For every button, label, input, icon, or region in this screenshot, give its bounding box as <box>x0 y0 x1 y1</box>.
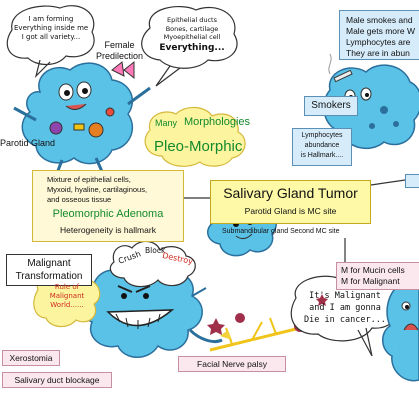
malignant-line: Malignant <box>27 258 71 269</box>
malignant-line: Transformation <box>15 271 83 282</box>
desc-line: Myxoid, hyaline, cartilaginous, <box>47 185 148 194</box>
morphologies-label: Morphologies <box>184 116 251 128</box>
lymphocytes-text: Lymphocytes abundance is Hallmark.... <box>293 131 351 161</box>
mucin-line: M for Mucin cells <box>341 265 405 275</box>
box-line: abundance <box>304 142 340 149</box>
crush-cloud <box>109 240 196 288</box>
bubble-line: Everything inside me <box>14 24 89 32</box>
salivary-gland-tumor-title: Salivary Gland Tumor <box>223 185 358 201</box>
many-label: Many <box>155 118 178 128</box>
smokers-label: Smokers <box>311 100 351 111</box>
bubble-line: and I am gonna <box>309 303 381 313</box>
pleomorphic-adenoma-box: Mixture of epithelial cells, Myxoid, hya… <box>32 170 184 242</box>
parotid-mc-label: Parotid Gland is MC site <box>244 206 337 216</box>
mucin-text: M for Mucin cells M for Malignant <box>341 265 405 287</box>
label-line: Predilection <box>96 51 144 61</box>
box-line: Male gets more W <box>346 26 415 36</box>
mucin-box: M for Mucin cells M for Malignant <box>336 262 419 290</box>
rule-line: World...... <box>50 301 84 309</box>
desc-line: Mixture of epithelial cells, <box>47 175 131 184</box>
everything-label: Everything... <box>159 42 225 53</box>
xerostomia-box: Xerostomia <box>2 350 60 366</box>
salivary-gland-tumor-box: Salivary Gland Tumor Parotid Gland is MC… <box>210 180 371 224</box>
bubble-line: Epithelial ducts <box>167 16 217 24</box>
bubble-line: Die in cancer... <box>304 315 386 325</box>
star-decorations <box>207 294 328 335</box>
smokers-box: Smokers <box>304 96 358 116</box>
facial-nerve-label: Facial Nerve palsy <box>197 359 267 369</box>
bubble-line: It's Malignant <box>309 291 381 301</box>
box-line: Male smokes and <box>346 15 413 25</box>
rule-line: Malignant <box>49 292 85 300</box>
facial-nerve-box: Facial Nerve palsy <box>178 356 286 372</box>
speech-bubble-top-middle <box>141 6 238 87</box>
rule-text: Rule of Malignant World...... <box>40 283 94 310</box>
pleo-morphic-label: Pleo-Morphic <box>154 138 243 155</box>
heterogeneity-label: Heterogeneity is hallmark <box>60 225 156 235</box>
malignant-text: Malignant Transformation <box>7 257 91 283</box>
female-predilection-label: Female Predilection <box>96 40 143 62</box>
box-line: is Hallmark.... <box>300 152 344 159</box>
pleomorphic-adenoma-title: Pleomorphic Adenoma <box>52 208 164 220</box>
duct-blockage-label: Salivary duct blockage <box>14 375 100 385</box>
smokers-info-box: Male smokes and Male gets more W Lymphoc… <box>339 10 419 60</box>
pleomorphic-cloud <box>144 106 246 167</box>
box-line: Lymphocytes are <box>346 37 411 47</box>
tumor-character-top-left <box>13 60 151 177</box>
block-label: Block <box>145 246 166 255</box>
label-line: Female <box>104 40 135 50</box>
bubble-text-top-left: I am forming Everything inside me I got … <box>14 15 88 42</box>
bubble-line: I got all variety... <box>21 33 81 41</box>
malignant-transformation-box: Malignant Transformation <box>6 254 92 286</box>
bubble-line: Myoepithelial cell <box>163 33 221 41</box>
bubble-text-bottom-right: It's Malignant and I am gonna Die in can… <box>296 290 394 326</box>
desc-line: and osseous tissue <box>47 195 112 204</box>
desc-text: Mixture of epithelial cells, Myxoid, hya… <box>47 175 147 205</box>
xerostomia-label: Xerostomia <box>9 353 53 363</box>
bubble-text-top-middle: Epithelial ducts Bones, cartilage Myoepi… <box>152 16 232 54</box>
box-lines: Male smokes and Male gets more W Lymphoc… <box>346 15 415 59</box>
right-edge-box <box>405 174 419 188</box>
duct-blockage-box: Salivary duct blockage <box>2 372 112 388</box>
submandibular-label: Submandibular gland Second MC site <box>222 228 340 235</box>
bubble-line: Bones, cartilage <box>165 24 219 33</box>
lymphocytes-box: Lymphocytes abundance is Hallmark.... <box>292 128 352 166</box>
mucin-line: M for Malignant <box>341 276 400 286</box>
box-line: They are in abun <box>346 48 410 58</box>
speech-bubble-top-left <box>6 5 95 78</box>
rule-line: Rule of <box>54 283 80 291</box>
bubble-line: I am forming <box>28 15 74 23</box>
parotid-gland-label: Parotid Gland <box>0 138 56 148</box>
box-line: Lymphocytes <box>301 132 343 139</box>
